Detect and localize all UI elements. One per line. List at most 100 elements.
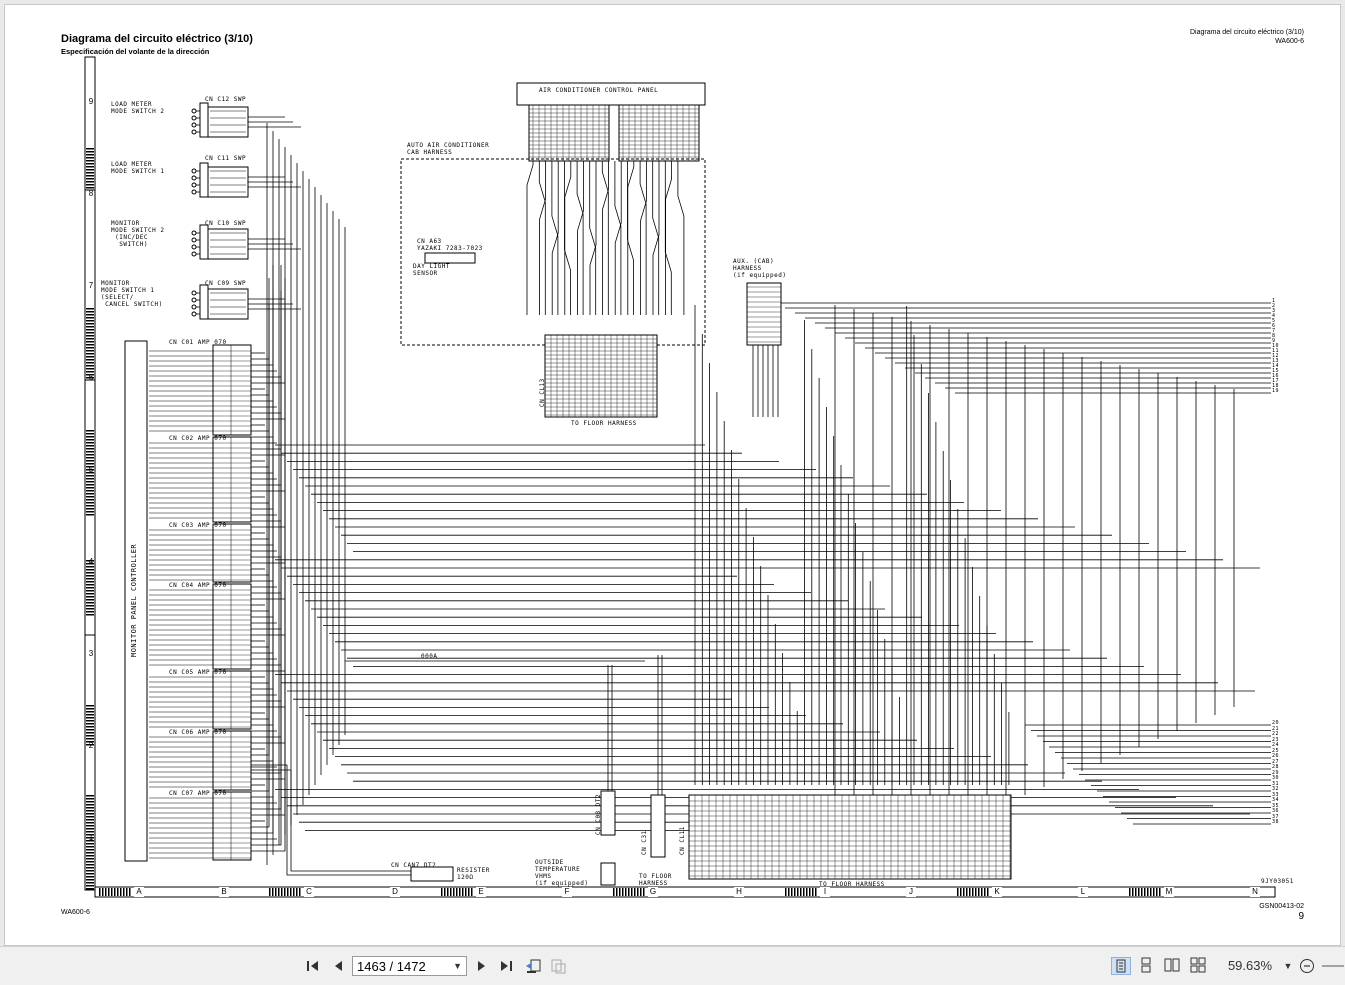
continuous-view-button[interactable] [1137,957,1157,975]
grid-row-label: 8 [88,189,94,198]
terminal-number: 24 [1272,742,1280,748]
terminal-number: 2 [1272,303,1276,309]
terminal-number: 22 [1272,731,1280,737]
single-page-icon [1116,959,1126,973]
grid-col-label: I [820,887,830,897]
grid-row-label: 6 [88,373,94,382]
cn-c07-label: CN C07 AMP 070 [169,790,227,797]
cn-c03-label: CN C03 AMP 070 [169,522,227,529]
aux-cab-harness-label: AUX. (CAB) HARNESS (if equipped) [733,258,787,279]
grid-col-label: H [734,887,744,897]
cn-cl13-label: CN CL13 [539,378,546,407]
footer-model: WA600-6 [61,909,90,916]
terminal-number: 6 [1272,323,1276,329]
page-forward-button[interactable] [548,956,568,976]
two-page-icon [1164,958,1180,972]
terminal-number: 8 [1272,333,1276,339]
prev-page-icon [335,961,342,971]
terminal-number: 29 [1272,769,1280,776]
terminal-number: 18 [1272,383,1280,389]
terminal-number: 5 [1272,318,1276,324]
zoom-level: 59.63% [1227,958,1273,973]
outside-temperature-label: OUTSIDE TEMPERATURE VHMS (if equipped) [535,859,589,887]
grid-col-label: D [390,887,400,897]
monitor-panel-controller-label: MONITOR PANEL CONTROLLER [130,543,138,657]
chevron-down-icon[interactable]: ▼ [453,961,462,971]
cn-c08-label: CN C08 DT2 [595,793,602,835]
wiring-diagram [84,56,1276,898]
terminal-number: 26 [1272,753,1280,759]
grid-col-label: K [992,887,1002,897]
load-meter-switch-1-label: LOAD METER MODE SWITCH 1 [111,161,165,175]
terminal-number: 25 [1272,747,1280,754]
two-page-continuous-button[interactable] [1189,957,1209,975]
terminal-number: 36 [1272,808,1280,814]
monitor-mode-switch-1-label: MONITOR MODE SWITCH 1 (SELECT/ CANCEL SW… [101,280,163,308]
to-floor-harness-2-label: TO FLOOR HARNESS [639,873,672,887]
terminal-number: 12 [1272,353,1280,359]
terminal-number: 10 [1272,343,1280,349]
terminal-number: 35 [1272,802,1280,809]
last-page-button[interactable] [497,956,515,976]
footer-page-number: 9 [1298,911,1304,922]
page-forward-icon [551,959,566,974]
document-page: Diagrama del circuito eléctrico (3/10) E… [4,4,1341,946]
to-floor-harness-3-label: TO FLOOR HARNESS [819,881,885,888]
wire-mark-label: 000A [421,653,438,660]
terminal-number: 27 [1272,758,1280,765]
grid-col-label: N [1250,887,1260,897]
terminal-number: 7 [1272,328,1276,334]
grid-col-label: F [562,887,572,897]
terminal-number: 34 [1272,797,1280,803]
prev-page-button[interactable] [330,956,346,976]
terminal-number: 14 [1272,363,1280,369]
terminal-number: 13 [1272,358,1280,364]
page-number-input[interactable] [353,957,452,975]
grid-row-label: 2 [88,741,94,750]
figure-code: 9JY03051 [1261,878,1294,885]
chevron-down-icon: ▼ [1283,961,1293,971]
terminal-number: 19 [1272,388,1280,394]
terminal-number: 28 [1272,764,1280,770]
zoom-slider-track [1322,965,1344,967]
terminal-number: 37 [1272,813,1280,820]
grid-col-label: B [219,887,229,897]
grid-row-label: 1 [88,833,94,842]
cn-a63-label: CN A63 YAZAKI 7283-7023 [417,238,483,252]
footer-doc-code: GSN00413-02 [1259,903,1304,910]
zoom-out-button[interactable] [1298,956,1316,976]
first-page-icon [307,961,318,971]
single-page-view-button[interactable] [1111,957,1131,975]
page-back-button[interactable] [523,956,543,976]
cn-c10-label: CN C10 SWP [205,220,247,227]
grid-col-label: M [1164,887,1174,897]
day-light-sensor-label: DAY LIGHT SENSOR [413,263,451,277]
cn-c11-label: CN C11 SWP [205,155,247,162]
cn-c05-label: CN C05 AMP 070 [169,669,227,676]
terminal-number: 38 [1272,819,1280,825]
first-page-button[interactable] [304,956,322,976]
zoom-slider[interactable] [1322,956,1344,976]
two-page-view-button[interactable] [1163,957,1183,975]
page-number-field[interactable]: ▼ [352,956,467,976]
header-right-model: WA600-6 [1275,38,1304,45]
terminal-number: 32 [1272,786,1280,792]
cn-c12-label: CN C12 SWP [205,96,247,103]
page-title: Diagrama del circuito eléctrico (3/10) [61,33,253,45]
cn-cl11-label: CN CL11 [679,826,686,855]
two-page-continuous-icon [1190,957,1206,973]
grid-row-label: 9 [88,97,94,106]
terminal-number: 3 [1272,308,1276,314]
auto-ac-harness-label: AUTO AIR CONDITIONER CAB HARNESS [407,142,490,156]
next-page-button[interactable] [474,956,490,976]
grid-row-label: 7 [88,281,94,290]
grid-col-label: E [476,887,486,897]
to-floor-harness-1-label: TO FLOOR HARNESS [571,420,637,427]
ac-control-panel-label: AIR CONDITIONER CONTROL PANEL [539,87,659,94]
terminal-number: 33 [1272,791,1280,798]
load-meter-switch-2-label: LOAD METER MODE SWITCH 2 [111,101,165,115]
grid-row-label: 4 [88,557,94,566]
grid-col-label: L [1078,887,1088,897]
zoom-dropdown[interactable]: ▼ [1282,956,1294,976]
continuous-page-icon [1141,957,1151,973]
